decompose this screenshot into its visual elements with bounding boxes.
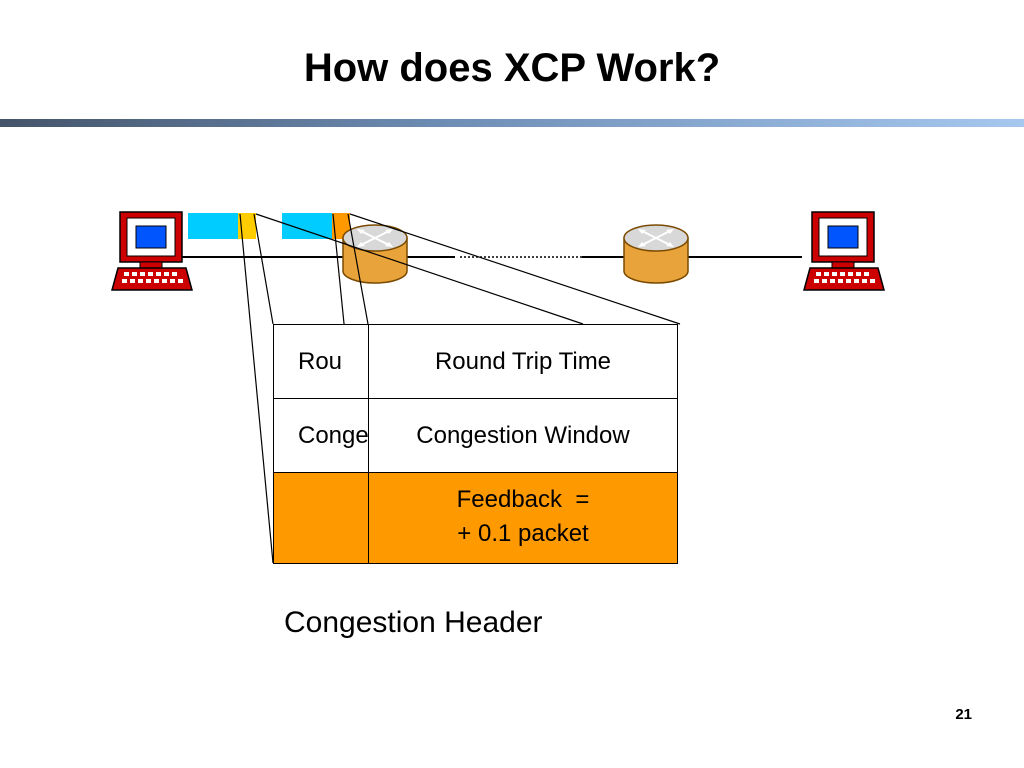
congestion-header-front: Round Trip Time Congestion Window Feedba… bbox=[368, 324, 678, 564]
field-rtt: Round Trip Time bbox=[369, 325, 677, 399]
feedback-line-2: + 0.1 packet bbox=[457, 520, 589, 547]
diagram-caption: Congestion Header bbox=[284, 606, 543, 639]
packet-1-header bbox=[238, 213, 256, 239]
sender-computer-icon bbox=[111, 211, 193, 291]
field-feedback: Feedback = + 0.1 packet bbox=[369, 473, 677, 563]
packet-2-body bbox=[282, 213, 332, 239]
packet-1-body bbox=[188, 213, 238, 239]
title-underline-bar bbox=[0, 119, 1024, 127]
router-icon bbox=[623, 224, 689, 284]
feedback-line-1: Feedback = bbox=[456, 486, 590, 513]
field-cwnd: Congestion Window bbox=[369, 399, 677, 473]
packet-1 bbox=[188, 213, 256, 239]
slide-title: How does XCP Work? bbox=[303, 46, 721, 90]
page-number: 21 bbox=[955, 706, 972, 723]
receiver-computer-icon bbox=[803, 211, 885, 291]
